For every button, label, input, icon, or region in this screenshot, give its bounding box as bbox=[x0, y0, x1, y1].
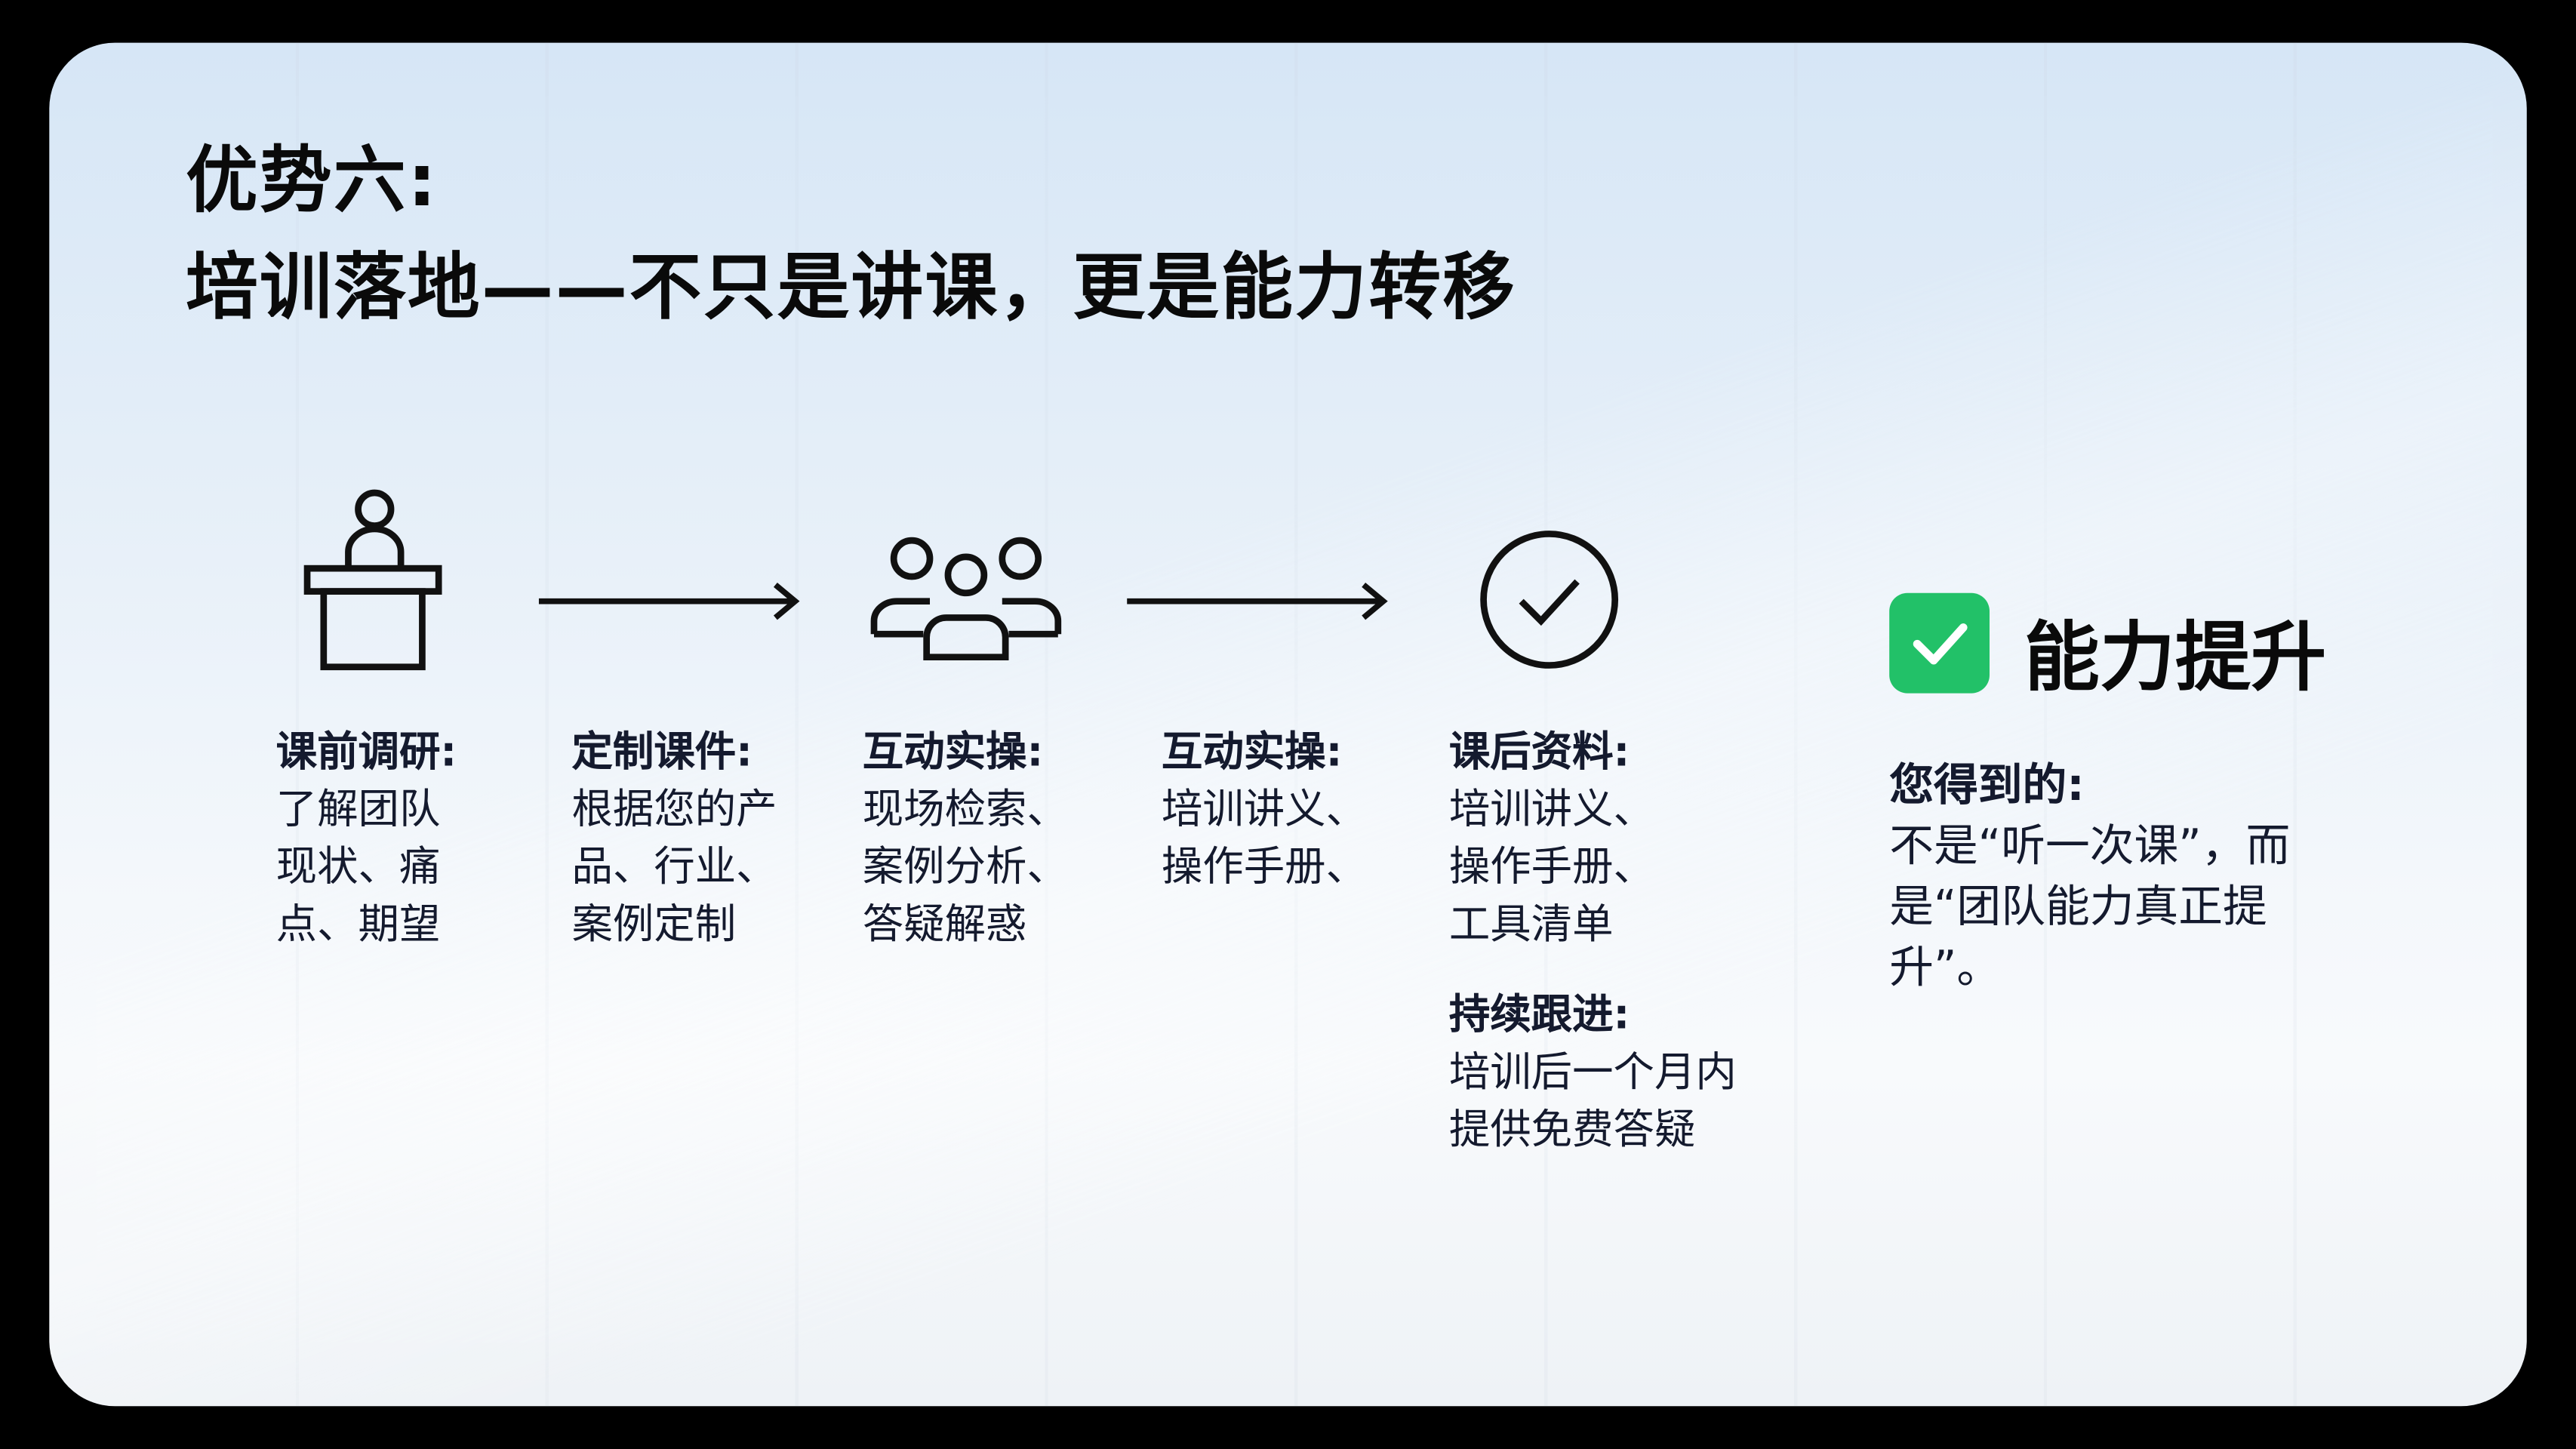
group-icon bbox=[870, 537, 1062, 661]
check-circle-icon bbox=[1480, 531, 1619, 669]
result-line: 是“团队能力真正提 bbox=[1889, 881, 2267, 934]
followup-heading: 持续跟进: bbox=[1448, 990, 1630, 1038]
step-line: 根据您的产 bbox=[571, 785, 777, 833]
step-line: 案例分析、 bbox=[862, 842, 1068, 891]
step-line: 操作手册、 bbox=[1448, 842, 1654, 891]
green-check-icon bbox=[1889, 592, 1990, 694]
step-line: 了解团队 bbox=[275, 785, 441, 833]
slide: 优势六: 培训落地——不只是讲课，更是能力转移 课前调研: 了解团队 现状、痛 … bbox=[49, 42, 2527, 1407]
flow-step-practice-2: 互动实操: 培训讲义、 操作手册、 bbox=[1162, 723, 1367, 896]
slide-title-line2: 培训落地——不只是讲课，更是能力转移 bbox=[185, 246, 1517, 331]
slide-title-line1: 优势六: bbox=[185, 140, 439, 224]
step-line: 现状、痛 bbox=[275, 842, 441, 891]
step-line: 培训讲义、 bbox=[1448, 785, 1654, 833]
result-body: 您得到的: 不是“听一次课”，而 是“团队能力真正提 升”。 bbox=[1889, 755, 2349, 998]
arrow-right-icon bbox=[538, 582, 800, 620]
step-heading: 定制课件: bbox=[571, 728, 752, 776]
step-heading: 互动实操: bbox=[862, 728, 1044, 776]
step-line: 现场检索、 bbox=[862, 785, 1068, 833]
flow-step-materials: 课后资料: 培训讲义、 操作手册、 工具清单 持续跟进: 培训后一个月内 提供免… bbox=[1449, 723, 1737, 1158]
step-line: 点、期望 bbox=[275, 900, 441, 948]
followup-line: 培训后一个月内 bbox=[1448, 1048, 1737, 1096]
step-line: 工具清单 bbox=[1448, 900, 1614, 948]
step-heading: 互动实操: bbox=[1161, 728, 1343, 776]
result-line: 升”。 bbox=[1889, 943, 2002, 994]
arrow-right-icon bbox=[1127, 582, 1388, 620]
step-line: 操作手册、 bbox=[1161, 842, 1368, 891]
flow-step-custom-courseware: 定制课件: 根据您的产 品、行业、 案例定制 bbox=[571, 723, 777, 953]
step-line: 案例定制 bbox=[571, 900, 737, 948]
podium-icon bbox=[303, 489, 442, 671]
result-title: 能力提升 bbox=[2024, 612, 2327, 702]
step-heading: 课前调研: bbox=[275, 728, 457, 776]
step-line: 品、行业、 bbox=[571, 842, 777, 891]
flow-step-practice: 互动实操: 现场检索、 案例分析、 答疑解惑 bbox=[863, 723, 1068, 953]
step-line: 答疑解惑 bbox=[862, 900, 1027, 948]
followup-line: 提供免费答疑 bbox=[1448, 1105, 1696, 1154]
flow-step-research: 课前调研: 了解团队 现状、痛 点、期望 bbox=[276, 723, 457, 953]
step-line: 培训讲义、 bbox=[1161, 785, 1368, 833]
result-line: 不是“听一次课”，而 bbox=[1889, 821, 2291, 872]
result-subtitle: 您得到的: bbox=[1889, 760, 2085, 812]
step-heading: 课后资料: bbox=[1448, 728, 1630, 776]
